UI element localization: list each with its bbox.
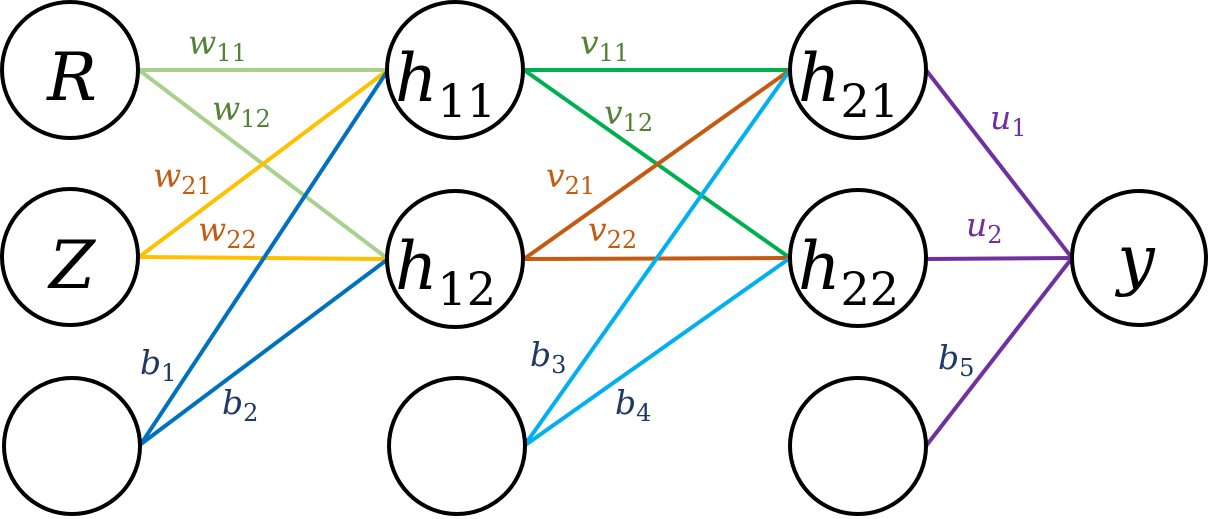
edge-u1 — [924, 68, 1074, 260]
label-v11: v11 — [580, 23, 629, 67]
label-v21: v21 — [546, 156, 595, 200]
label-u2: u2 — [966, 205, 1003, 249]
edge-labels: w11 w12 w21 w22 b1 b2 v11 v12 v21 v22 b3… — [140, 23, 1027, 427]
label-w22: w22 — [198, 210, 257, 254]
label-w12: w12 — [212, 89, 271, 133]
node-z-label: Z — [47, 227, 96, 304]
edge-b2 — [139, 257, 390, 446]
edges — [137, 68, 1074, 448]
edge-b1 — [139, 68, 390, 446]
edge-u2 — [925, 256, 1073, 261]
label-w21: w21 — [153, 156, 212, 200]
label-b5: b5 — [938, 338, 974, 382]
node-z: Z — [0, 187, 140, 327]
node-y-label: y — [1114, 221, 1155, 298]
label-u1: u1 — [990, 98, 1027, 142]
node-bias-input — [2, 376, 142, 516]
edge-b4 — [522, 256, 792, 448]
node-h22: h22 — [788, 188, 928, 328]
node-h12: h12 — [385, 189, 525, 329]
label-v12: v12 — [604, 93, 653, 137]
node-h11: h11 — [385, 0, 525, 140]
label-v22: v22 — [588, 210, 637, 254]
label-b1: b1 — [140, 343, 176, 387]
node-y: y — [1070, 189, 1208, 327]
node-r: R — [0, 0, 140, 140]
label-w11: w11 — [188, 23, 247, 67]
node-r-label: R — [46, 39, 97, 116]
label-b3: b3 — [530, 335, 566, 379]
edge-w21 — [137, 68, 390, 259]
node-h12-label: h12 — [395, 228, 496, 316]
node-h21: h21 — [788, 0, 928, 140]
label-b4: b4 — [615, 383, 651, 427]
edge-v21 — [522, 68, 792, 261]
node-h22-label: h22 — [798, 228, 899, 316]
edge-b5 — [924, 256, 1074, 448]
node-bias-hidden2 — [788, 376, 928, 516]
node-h21-label: h21 — [798, 40, 899, 128]
edge-b3 — [522, 68, 792, 448]
node-h11-label: h11 — [395, 40, 496, 128]
node-bias-hidden1 — [387, 376, 527, 516]
label-b2: b2 — [222, 383, 258, 427]
